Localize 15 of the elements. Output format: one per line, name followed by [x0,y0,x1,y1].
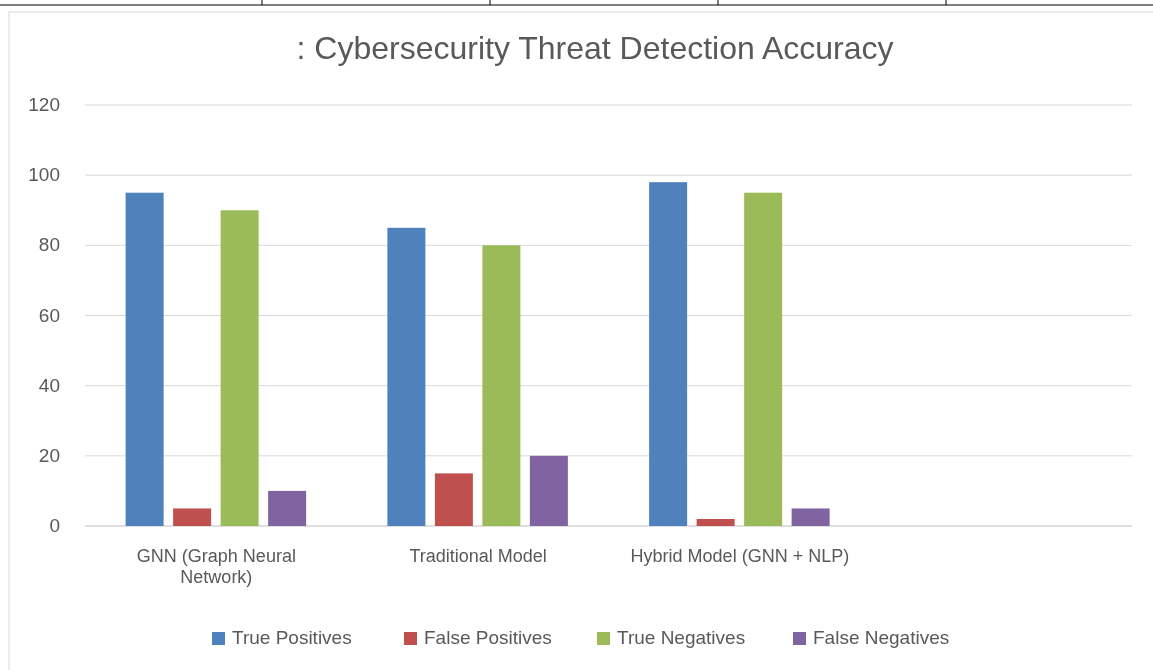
category-label: GNN (Graph Neural Network) [135,546,297,588]
category-label: Traditional Model [408,546,548,567]
legend-label: True Negatives [617,627,746,649]
category-label: Hybrid Model (GNN + NLP) [629,546,851,567]
chart-title: : Cybersecurity Threat Detection Accuracy [296,30,894,67]
legend-label: True Positives [232,627,352,649]
tick-label: 0 [49,515,60,537]
tick-label: 60 [38,304,60,327]
tick-label: 100 [28,164,60,187]
legend-label: False Positives [424,627,552,649]
legend-label: False Negatives [813,627,950,649]
tick-label: 40 [38,374,60,397]
tick-label: 20 [38,444,60,467]
tick-label: 80 [38,234,60,257]
tick-label: 120 [28,94,60,116]
